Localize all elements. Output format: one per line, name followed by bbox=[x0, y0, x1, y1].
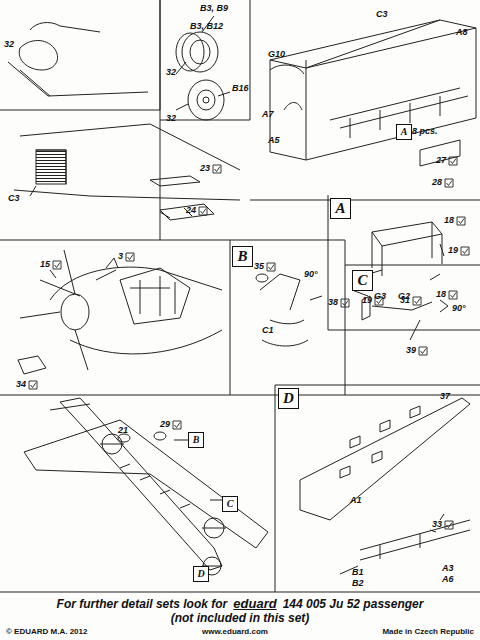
section-letter: C bbox=[227, 498, 234, 509]
part-number: 19 bbox=[362, 296, 372, 305]
section-letter: A bbox=[401, 126, 408, 137]
check-box bbox=[173, 421, 181, 429]
section-letter-box: D bbox=[278, 388, 299, 409]
section-letter: D bbox=[283, 390, 294, 406]
brand-logo: eduard bbox=[233, 596, 276, 611]
check-box bbox=[419, 347, 427, 355]
check-box bbox=[413, 297, 421, 305]
part-number: C3 bbox=[376, 10, 388, 19]
part-number: B16 bbox=[232, 84, 249, 93]
section-letter-box: A bbox=[330, 198, 351, 219]
footer-note: For further detail sets look for bbox=[57, 597, 228, 611]
section-letter-box: C bbox=[222, 496, 238, 512]
part-number: 23 bbox=[200, 164, 210, 173]
part-number: 32 bbox=[166, 68, 176, 77]
part-number: B3, B9 bbox=[200, 4, 228, 13]
part-number: 35 bbox=[254, 262, 264, 271]
section-letter-box: B bbox=[232, 246, 253, 267]
part-number: 29 bbox=[160, 420, 170, 429]
footer-row: (not included in this set) bbox=[0, 611, 480, 625]
check-box bbox=[267, 263, 275, 271]
part-number: G10 bbox=[268, 50, 285, 59]
part-number: 28 bbox=[432, 178, 442, 187]
part-number: 8 pcs. bbox=[412, 127, 438, 136]
check-box bbox=[445, 521, 453, 529]
part-number: 38 bbox=[328, 298, 338, 307]
part-number: 90° bbox=[452, 304, 466, 313]
part-number: 27 bbox=[436, 156, 446, 165]
section-letter-box: D bbox=[193, 566, 209, 582]
part-number: 32 bbox=[166, 114, 176, 123]
part-number: B2 bbox=[352, 579, 364, 588]
section-letter: B bbox=[237, 248, 247, 264]
check-box bbox=[126, 253, 134, 261]
check-box bbox=[29, 381, 37, 389]
check-box bbox=[449, 291, 457, 299]
part-number: 90° bbox=[304, 270, 318, 279]
part-number: A3 bbox=[442, 564, 454, 573]
section-letter: B bbox=[193, 434, 200, 445]
part-number: 32 bbox=[4, 40, 14, 49]
section-letter: A bbox=[335, 200, 345, 216]
check-box bbox=[199, 207, 207, 215]
part-number: B1 bbox=[352, 568, 364, 577]
section-letter: C bbox=[357, 272, 367, 288]
part-number: 21 bbox=[118, 426, 128, 435]
footer-row: © EDUARD M.A. 2012 www.eduard.com Made in … bbox=[0, 627, 480, 636]
section-letter-box: B bbox=[188, 432, 204, 448]
check-box bbox=[213, 165, 221, 173]
footer-note: 144 005 Ju 52 passenger bbox=[283, 597, 424, 611]
footer-note: (not included in this set) bbox=[171, 611, 310, 625]
copyright-note: © EDUARD M.A. 2012 bbox=[6, 627, 87, 636]
part-number: 18 bbox=[436, 290, 446, 299]
check-box bbox=[341, 299, 349, 307]
part-number: 37 bbox=[440, 392, 450, 401]
part-number: A5 bbox=[268, 136, 280, 145]
part-number: 34 bbox=[16, 380, 26, 389]
part-number: C3 bbox=[8, 194, 20, 203]
check-box bbox=[445, 179, 453, 187]
part-number: G2 bbox=[398, 292, 410, 301]
part-number: 15 bbox=[40, 260, 50, 269]
part-number: C1 bbox=[262, 326, 274, 335]
footer-row: For further detail sets look for eduard 14… bbox=[0, 596, 480, 611]
check-box bbox=[449, 157, 457, 165]
part-number: B3, B12 bbox=[190, 22, 223, 31]
copyright-note: www.eduard.com bbox=[202, 627, 268, 636]
section-letter-box: C bbox=[352, 270, 373, 291]
check-box bbox=[461, 247, 469, 255]
part-number: 24 bbox=[186, 206, 196, 215]
check-box bbox=[457, 217, 465, 225]
section-letter: D bbox=[197, 568, 204, 579]
part-number: A7 bbox=[262, 110, 274, 119]
part-number: A1 bbox=[350, 496, 362, 505]
part-number: G3 bbox=[374, 292, 386, 301]
part-number: 3 bbox=[118, 252, 123, 261]
part-number: 18 bbox=[444, 216, 454, 225]
part-number: A8 bbox=[456, 28, 468, 37]
check-box bbox=[53, 261, 61, 269]
part-number: 39 bbox=[406, 346, 416, 355]
copyright-note: Made in Czech Republic bbox=[382, 627, 474, 636]
part-number: A6 bbox=[442, 575, 454, 584]
part-number: 19 bbox=[448, 246, 458, 255]
section-letter-box: A bbox=[396, 124, 412, 140]
part-number: 33 bbox=[432, 520, 442, 529]
